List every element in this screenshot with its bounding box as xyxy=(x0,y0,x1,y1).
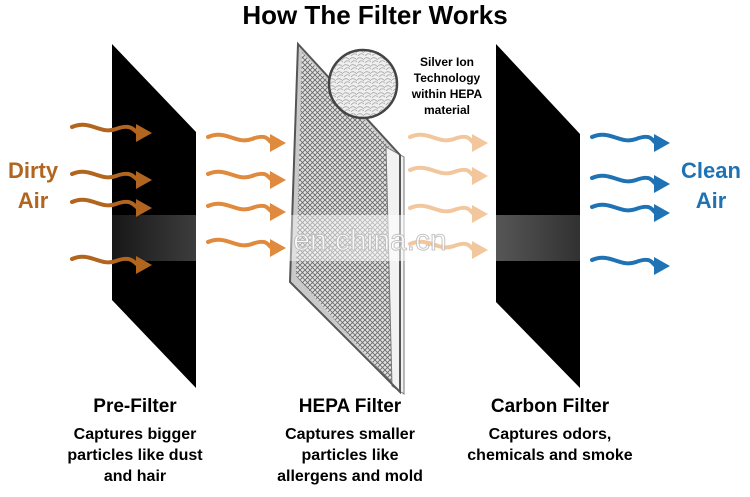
dirty-air-arrow-head-3 xyxy=(136,199,152,217)
between-pre-hepa-arrow-head-3 xyxy=(270,203,286,221)
dirty-air-arrow-3 xyxy=(70,197,140,210)
between-hepa-carbon-arrow-head-1 xyxy=(472,134,488,152)
pre-filter-desc-1: Captures bigger xyxy=(73,426,197,443)
silver-ion-callout: Silver Ion Technology within HEPA materi… xyxy=(402,54,492,118)
dirty-air-line2: Air xyxy=(17,188,49,213)
clean-air-arrow-3 xyxy=(590,202,658,215)
dirty-air-arrow-1 xyxy=(70,122,140,135)
hepa-filter-desc-2: particles like xyxy=(301,447,399,464)
carbon-filter-caption: Carbon Filter Captures odors, chemicals … xyxy=(440,396,660,466)
between-hepa-carbon-arrow-1 xyxy=(408,132,476,145)
carbon-filter-name: Carbon Filter xyxy=(490,396,610,417)
callout-line4: material xyxy=(423,103,471,117)
between-hepa-carbon-arrow-head-4 xyxy=(472,241,488,259)
between-pre-hepa-arrow-1 xyxy=(206,132,274,145)
between-hepa-carbon-arrow-4 xyxy=(408,239,476,252)
dirty-air-arrow-head-2 xyxy=(136,171,152,189)
clean-air-arrow-2 xyxy=(590,173,658,186)
dirty-air-arrow-head-1 xyxy=(136,124,152,142)
callout-line2: Technology xyxy=(413,71,481,85)
between-hepa-carbon-arrow-3 xyxy=(408,203,476,216)
between-pre-hepa-arrow-head-1 xyxy=(270,134,286,152)
dirty-air-arrow-2 xyxy=(70,169,140,182)
dirty-air-line1: Dirty xyxy=(7,158,59,183)
between-hepa-carbon-arrow-head-3 xyxy=(472,205,488,223)
carbon-filter-desc-1: Captures odors, xyxy=(488,426,612,443)
hepa-filter-desc-3: allergens and mold xyxy=(277,468,423,485)
callout-line3: within HEPA xyxy=(411,87,483,101)
clean-air-arrow-head-2 xyxy=(654,175,670,193)
pre-filter-desc-3: and hair xyxy=(103,468,167,485)
watermark-band xyxy=(60,215,690,261)
between-pre-hepa-arrow-4 xyxy=(206,237,274,250)
between-hepa-carbon-arrow-head-2 xyxy=(472,167,488,185)
hepa-filter-desc-1: Captures smaller xyxy=(285,426,415,443)
clean-air-line2: Air xyxy=(695,188,727,213)
callout-line1: Silver Ion xyxy=(419,55,475,69)
clean-air-arrow-head-1 xyxy=(654,134,670,152)
hepa-filter-name: HEPA Filter xyxy=(298,396,402,417)
clean-air-arrow-head-3 xyxy=(654,204,670,222)
silver-ion-magnifier xyxy=(327,48,399,120)
clean-air-arrow-head-4 xyxy=(654,257,670,275)
between-pre-hepa-arrow-3 xyxy=(206,201,274,214)
dirty-air-arrow-4 xyxy=(70,254,140,267)
hepa-filter-caption: HEPA Filter Captures smaller particles l… xyxy=(240,396,460,487)
page-title: How The Filter Works xyxy=(242,0,508,30)
between-hepa-carbon-arrow-2 xyxy=(408,165,476,178)
dirty-air-label: Dirty Air xyxy=(0,156,66,216)
pre-filter-caption: Pre-Filter Captures bigger particles lik… xyxy=(25,396,245,487)
clean-air-line1: Clean xyxy=(681,158,741,183)
clean-air-label: Clean Air xyxy=(672,156,750,216)
clean-air-arrow-4 xyxy=(590,255,658,268)
between-pre-hepa-arrow-head-2 xyxy=(270,171,286,189)
carbon-filter-desc-2: chemicals and smoke xyxy=(467,447,633,464)
watermark: en.china.cn xyxy=(293,224,447,258)
dirty-air-arrow-head-4 xyxy=(136,256,152,274)
between-pre-hepa-arrow-2 xyxy=(206,169,274,182)
pre-filter-desc-2: particles like dust xyxy=(67,447,203,464)
clean-air-arrow-1 xyxy=(590,132,658,145)
between-pre-hepa-arrow-head-4 xyxy=(270,239,286,257)
pre-filter-name: Pre-Filter xyxy=(93,396,177,417)
